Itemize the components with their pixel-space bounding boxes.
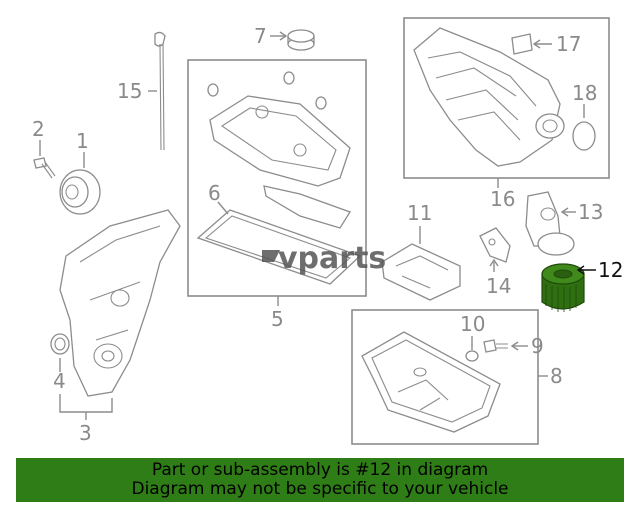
callout-10: 10 [460, 312, 485, 336]
oil-filter-housing-part[interactable] [525, 191, 575, 256]
callout-3: 3 [79, 421, 92, 445]
banner-line-part-number: Part or sub-assembly is #12 in diagram [151, 460, 489, 480]
valve-cover-group-box [187, 59, 367, 297]
housing-gasket-part[interactable] [479, 227, 511, 263]
intake-manifold-group-box [403, 17, 610, 179]
callout-12: 12 [598, 258, 623, 282]
oil-pan-part[interactable] [361, 331, 501, 433]
pulley-bolt-part[interactable] [33, 157, 56, 179]
callout-11: 11 [407, 201, 432, 225]
callout-16: 16 [490, 187, 515, 211]
vparts-watermark: vparts [262, 241, 386, 276]
callout-5: 5 [271, 307, 284, 331]
oil-pan-group-box [351, 309, 539, 445]
crank-pulley-part[interactable] [59, 169, 101, 215]
callout-2: 2 [32, 117, 45, 141]
dipstick-part[interactable] [154, 31, 166, 151]
callout-14: 14 [486, 274, 511, 298]
front-seal-part[interactable] [50, 333, 70, 355]
banner-line-disclaimer: Diagram may not be specific to your vehi… [131, 479, 509, 499]
oil-filler-cap-part[interactable] [287, 29, 315, 51]
oil-filter-part-highlighted[interactable] [541, 263, 585, 312]
fitment-notice-banner: Part or sub-assembly is #12 in diagram D… [16, 458, 624, 502]
callout-1: 1 [76, 129, 89, 153]
callout-9: 9 [531, 334, 544, 358]
timing-cover-part[interactable] [59, 209, 181, 397]
callout-18: 18 [572, 81, 597, 105]
callout-13: 13 [578, 200, 603, 224]
oil-baffle-part[interactable] [381, 243, 461, 301]
callout-4: 4 [53, 369, 66, 393]
valve-cover-gasket-part[interactable] [196, 209, 362, 285]
callout-15: 15 [117, 79, 142, 103]
intake-manifold-part[interactable] [413, 27, 565, 167]
svg-text:vparts: vparts [278, 241, 386, 276]
valve-cover-part[interactable] [207, 71, 351, 187]
drain-washer-part[interactable] [465, 350, 479, 362]
callout-6: 6 [208, 181, 221, 205]
callout-8: 8 [550, 364, 563, 388]
o-ring-part[interactable] [572, 121, 596, 151]
throttle-gasket-part[interactable] [511, 33, 533, 55]
callout-17: 17 [556, 32, 581, 56]
drain-plug-part[interactable] [483, 339, 508, 353]
valve-cover-bracket-part[interactable] [263, 185, 351, 229]
callout-7: 7 [254, 24, 267, 48]
